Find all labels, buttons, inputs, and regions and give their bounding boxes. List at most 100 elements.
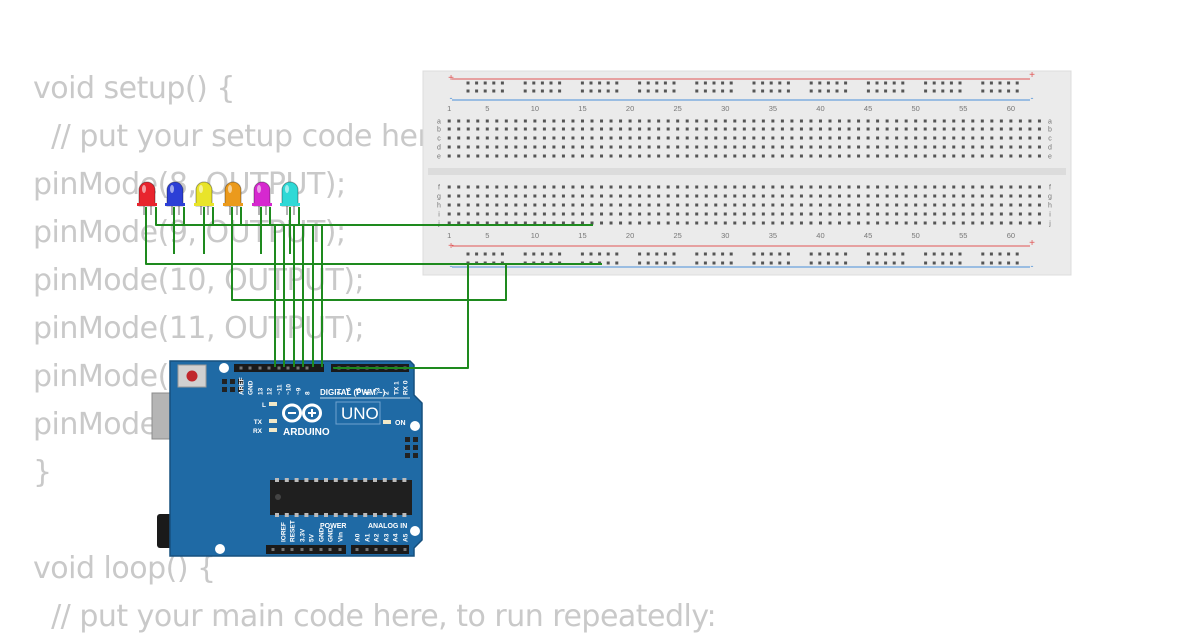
breadboard-hole (904, 145, 908, 149)
breadboard-hole (933, 136, 937, 140)
rail-hole (866, 261, 870, 265)
breadboard-hole (971, 194, 975, 198)
breadboard-hole (514, 185, 518, 189)
rail-hole (989, 252, 993, 256)
breadboard-hole (723, 119, 727, 123)
breadboard-hole (914, 203, 918, 207)
breadboard-hole (695, 221, 699, 225)
header-pin[interactable] (374, 548, 378, 551)
rail-hole (844, 89, 848, 93)
rail-hole (466, 81, 470, 85)
breadboard-hole (847, 136, 851, 140)
breadboard-hole (809, 185, 813, 189)
breadboard-hole (876, 119, 880, 123)
led-cyan[interactable] (280, 181, 300, 215)
breadboard-hole (799, 185, 803, 189)
breadboard-hole (457, 221, 461, 225)
breadboard-hole (1028, 185, 1032, 189)
breadboard-hole (942, 203, 946, 207)
rail-hole (606, 81, 610, 85)
header-pin[interactable] (300, 548, 304, 551)
breadboard-hole (600, 119, 604, 123)
wire[interactable] (231, 207, 507, 301)
breadboard-hole (923, 221, 927, 225)
header-pin[interactable] (403, 548, 407, 551)
led-dome (195, 181, 213, 207)
breadboard-hole (952, 194, 956, 198)
header-pin[interactable] (286, 366, 290, 370)
breadboard-hole (866, 136, 870, 140)
led-yellow[interactable] (194, 181, 214, 215)
breadboard-hole (780, 119, 784, 123)
breadboard-hole (1018, 203, 1022, 207)
header-pin[interactable] (365, 548, 369, 551)
header-pin[interactable] (290, 548, 294, 551)
rail-hole (523, 81, 527, 85)
header-pin[interactable] (239, 366, 243, 370)
breadboard-hole (990, 185, 994, 189)
led-magenta[interactable] (252, 181, 272, 215)
breadboard-hole (933, 203, 937, 207)
header-pin[interactable] (328, 548, 332, 551)
header-pin[interactable] (267, 366, 271, 370)
rail-hole (981, 261, 985, 265)
breadboard-hole (838, 221, 842, 225)
breadboard-hole (933, 119, 937, 123)
breadboard-hole (990, 136, 994, 140)
breadboard-hole (980, 221, 984, 225)
row-letter: c (1048, 136, 1052, 143)
led-red[interactable] (137, 181, 157, 215)
column-number: 60 (1007, 231, 1015, 240)
row-letter: g (437, 194, 441, 201)
rail-hole (932, 81, 936, 85)
breadboard-hole (828, 119, 832, 123)
breadboard-hole (1037, 185, 1041, 189)
breadboard-hole (466, 185, 470, 189)
row-letter: d (1048, 145, 1052, 152)
rail-hole (826, 261, 830, 265)
breadboard-hole (980, 119, 984, 123)
header-pin[interactable] (281, 548, 285, 551)
row-letter: i (1049, 212, 1051, 219)
header-pin[interactable] (393, 548, 397, 551)
breadboard-hole (1009, 154, 1013, 158)
rail-hole (778, 89, 782, 93)
column-number: 5 (485, 231, 489, 240)
rail-hole (606, 261, 610, 265)
led-orange[interactable] (223, 181, 243, 215)
header-pin[interactable] (319, 548, 323, 551)
led-blue[interactable] (165, 181, 185, 215)
rail-hole (761, 89, 765, 93)
breadboard-hole (857, 136, 861, 140)
reset-button[interactable] (186, 370, 198, 382)
breadboard-hole (590, 127, 594, 131)
analog-header (351, 545, 409, 554)
breadboard-hole (742, 185, 746, 189)
code-line: void setup() { (33, 71, 235, 106)
rail-hole (752, 252, 756, 256)
header-pin[interactable] (384, 548, 388, 551)
header-pin[interactable] (355, 548, 359, 551)
icsp-pin (405, 453, 410, 458)
breadboard[interactable]: ++++----11551010151520202525303035354040… (422, 70, 1072, 276)
breadboard-hole (828, 203, 832, 207)
breadboard-hole (723, 212, 727, 216)
column-number: 1 (447, 231, 451, 240)
breadboard-hole (723, 154, 727, 158)
rail-hole (540, 81, 544, 85)
breadboard-hole (866, 212, 870, 216)
header-pin[interactable] (296, 366, 300, 370)
breadboard-hole (933, 212, 937, 216)
wire[interactable] (155, 207, 593, 226)
header-pin[interactable] (248, 366, 252, 370)
header-pin[interactable] (258, 366, 262, 370)
header-pin[interactable] (338, 548, 342, 551)
header-pin[interactable] (305, 366, 309, 370)
breadboard-hole (628, 119, 632, 123)
header-pin[interactable] (277, 366, 281, 370)
header-pin[interactable] (309, 548, 313, 551)
wire[interactable] (333, 264, 469, 369)
header-pin[interactable] (271, 548, 275, 551)
